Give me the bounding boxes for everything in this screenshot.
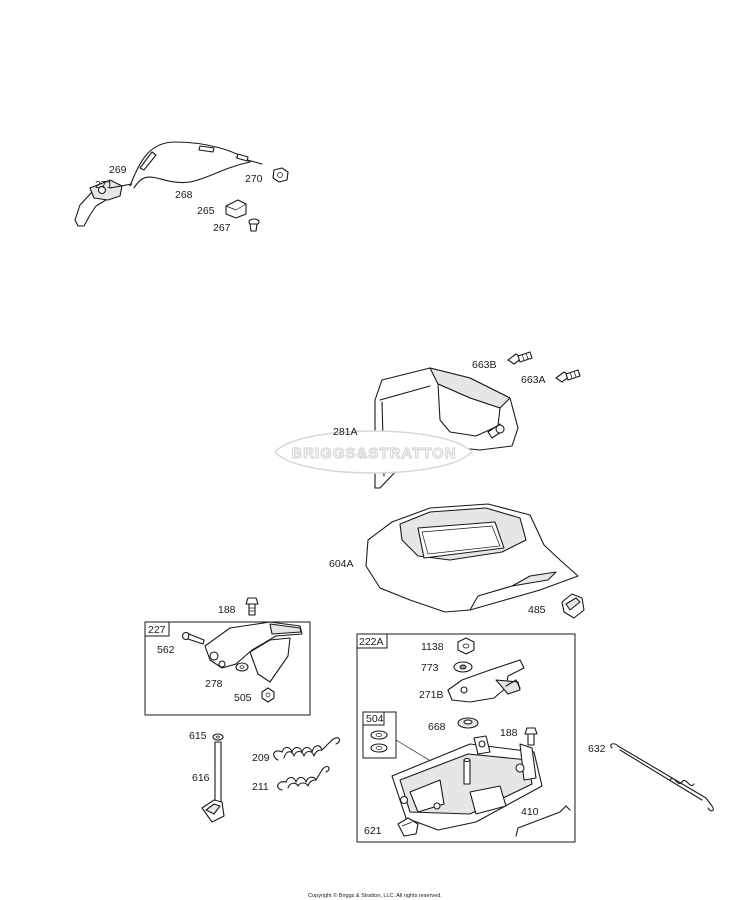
bolt-188-top: [245, 597, 259, 616]
callout-211: 211: [252, 781, 269, 793]
callout-269: 269: [109, 164, 127, 176]
callout-268: 268: [175, 189, 193, 201]
nut-270: [272, 167, 289, 183]
kit-box-227: [144, 621, 311, 716]
governor-shaft-616: [201, 741, 225, 823]
callout-485: 485: [528, 604, 546, 616]
blower-housing-281a: [374, 367, 519, 489]
kit-label-box-504: [362, 711, 385, 726]
callout-616: 616: [192, 772, 210, 784]
control-bracket-base: [391, 735, 543, 831]
spring-773: [453, 661, 473, 673]
housing-base-604a: [365, 503, 579, 613]
brand-watermark: BRIGGS&STRATTON: [273, 430, 474, 474]
callout-632: 632: [588, 743, 606, 755]
clip-485: [561, 593, 585, 619]
box-label-504: 504: [366, 713, 384, 725]
link-rod-632: [610, 743, 714, 812]
callout-188-bracket: 188: [500, 727, 518, 739]
nut-505: [261, 687, 275, 703]
callout-562: 562: [157, 644, 175, 656]
link-410: [515, 805, 571, 837]
callout-668: 668: [428, 721, 446, 733]
copyright-text: Copyright © Briggs & Stratton, LLC. All …: [308, 892, 442, 899]
callout-621: 621: [364, 825, 382, 837]
control-bracket-271: [74, 179, 133, 227]
box-label-222a: 222A: [359, 636, 384, 648]
callout-270: 270: [245, 173, 263, 185]
screw-562: [181, 631, 205, 645]
box-label-227: 227: [148, 624, 166, 636]
callout-1138: 1138: [421, 641, 444, 653]
callout-773: 773: [421, 662, 439, 674]
friction-washer-668: [457, 717, 479, 729]
spring-209: [273, 737, 341, 761]
callout-265: 265: [197, 205, 215, 217]
callout-278: 278: [205, 678, 223, 690]
kit-box-222a: [356, 633, 576, 843]
screw-267: [248, 218, 260, 232]
nut-1138: [457, 637, 475, 655]
callout-663a: 663A: [521, 374, 546, 386]
spring-211: [277, 766, 330, 791]
washer-615: [212, 733, 224, 741]
cable-clamp-265: [225, 199, 247, 219]
screw-663b: [507, 351, 533, 365]
kit-label-box-222a: [356, 633, 388, 649]
callout-271b: 271B: [419, 689, 444, 701]
callout-281a: 281A: [333, 426, 358, 438]
washers-504: [370, 730, 388, 753]
callout-505: 505: [234, 692, 252, 704]
control-cable-268: [129, 141, 263, 189]
kit-label-box-227: [144, 621, 170, 637]
callout-271: 271: [95, 179, 113, 191]
governor-lever-227: [204, 621, 303, 683]
callout-188-top: 188: [218, 604, 236, 616]
bolt-188-bracket: [524, 727, 538, 746]
callout-209: 209: [252, 752, 270, 764]
callout-604a: 604A: [329, 558, 354, 570]
callout-663b: 663B: [472, 359, 497, 371]
screw-663a: [555, 369, 581, 383]
clip-621: [397, 817, 419, 837]
callout-267: 267: [213, 222, 231, 234]
throttle-plate-271b: [447, 659, 525, 703]
washer-278: [235, 662, 249, 672]
svg-text:BRIGGS&STRATTON: BRIGGS&STRATTON: [291, 445, 456, 462]
callout-410: 410: [521, 806, 539, 818]
callout-615: 615: [189, 730, 207, 742]
